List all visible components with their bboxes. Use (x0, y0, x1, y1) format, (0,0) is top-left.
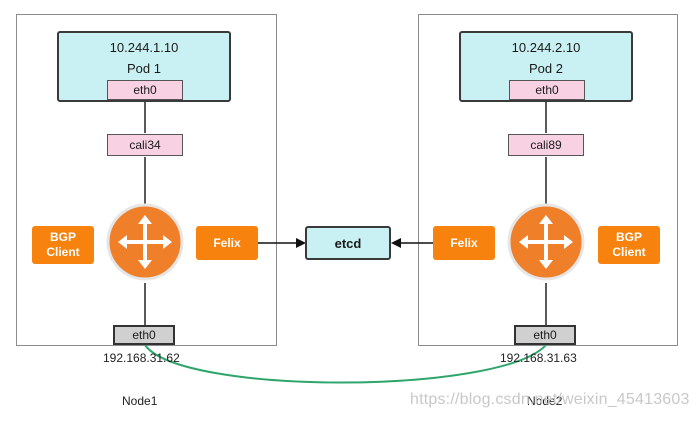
node2-bgp-line2: Client (612, 245, 646, 259)
router-icon (507, 203, 585, 281)
node2-bgp-line1: BGP (615, 230, 642, 244)
node1-pod-eth: eth0 (107, 80, 183, 100)
node1-felix: Felix (196, 226, 258, 260)
node2-pod-eth: eth0 (509, 80, 585, 100)
node2-pod-name: Pod 2 (529, 61, 563, 76)
etcd-box: etcd (305, 226, 391, 260)
node2-host-eth: eth0 (514, 325, 576, 345)
node1-bgp-client: BGP Client (32, 226, 94, 264)
node1-pod-ip: 10.244.1.10 (109, 40, 179, 55)
router-icon (106, 203, 184, 281)
node1-pod-name: Pod 1 (127, 61, 161, 76)
node1-bgp-line2: Client (46, 245, 80, 259)
node2-host-ip: 192.168.31.63 (500, 351, 577, 365)
node2-pod-ip: 10.244.2.10 (511, 40, 581, 55)
node2-cali: cali89 (508, 134, 584, 156)
node2-bgp-client: BGP Client (598, 226, 660, 264)
watermark-text: https://blog.csdn.net/weixin_45413603 (410, 391, 690, 408)
node1-host-eth: eth0 (113, 325, 175, 345)
node1-host-ip: 192.168.31.62 (103, 351, 180, 365)
node1-name: Node1 (122, 394, 158, 408)
node2-felix: Felix (433, 226, 495, 260)
node2-name: Node2 (527, 394, 563, 408)
host-link-curve (144, 344, 547, 384)
node1-bgp-line1: BGP (49, 230, 76, 244)
node1-cali: cali34 (107, 134, 183, 156)
